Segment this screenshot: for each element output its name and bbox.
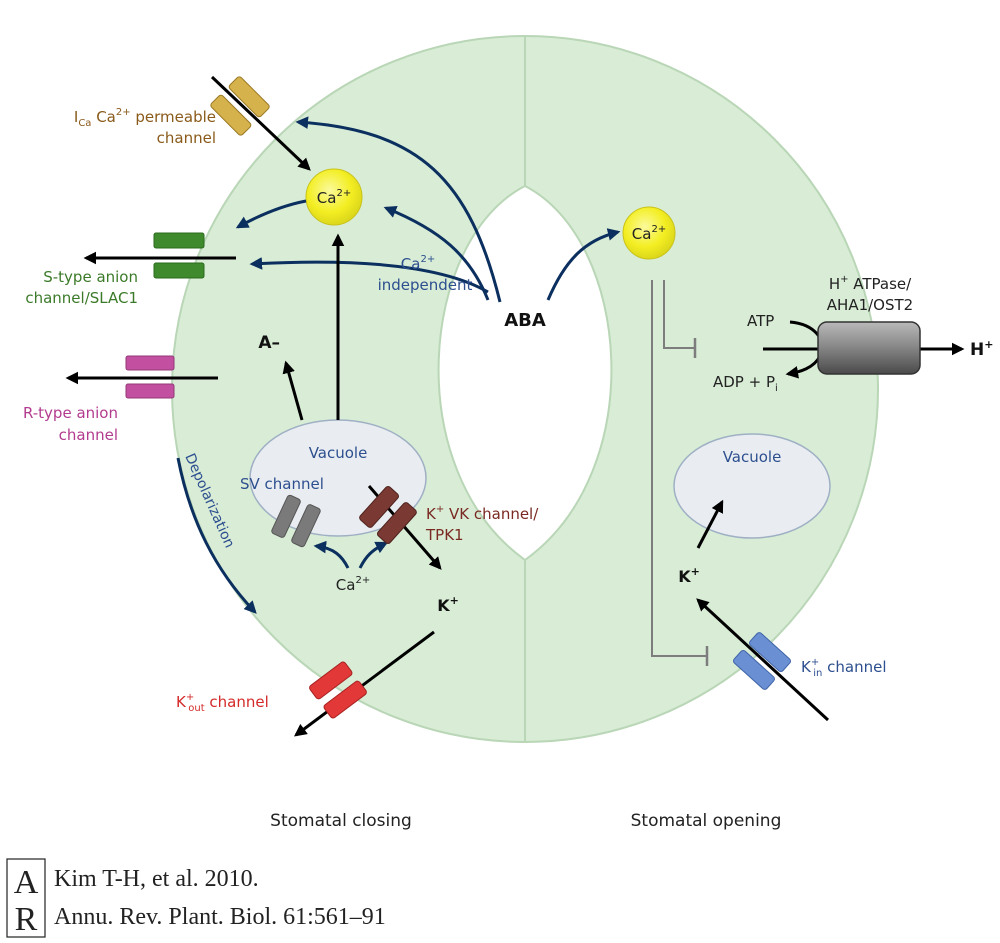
aba-label: ABA [504, 310, 546, 331]
inhibit-kin [651, 280, 707, 657]
arrow-ca-to-s-type [235, 199, 307, 229]
logo-letter-a: A [14, 864, 39, 901]
arrow-ca-to-sv [313, 540, 350, 569]
inhibit-atpase [663, 280, 695, 349]
ca-ion-right [622, 206, 676, 260]
vk-channel [359, 486, 417, 544]
stomatal-opening-caption: Stomatal opening [631, 811, 782, 831]
k-plus-left-label: K+ [437, 594, 459, 615]
ca-independent-label: Ca2+ [401, 254, 435, 273]
sv-channel-subunit [291, 504, 321, 548]
arrow-aba-to-ca-left [383, 205, 490, 301]
atp-label: ATP [747, 312, 774, 330]
h-plus-label: H+ [970, 338, 993, 360]
signaling-arrows [176, 116, 621, 614]
kin-channel-subunit [733, 649, 775, 690]
vacuole-right-label: Vacuole [723, 448, 782, 466]
kin-channel-label: K+in channel [801, 657, 886, 679]
kout-channel-subunit [323, 680, 367, 719]
arrow-aba-to-ica [295, 116, 502, 303]
kout-channel-label: K+out channel [176, 692, 269, 714]
arrow-k-to-vacuole [696, 499, 724, 549]
stomatal-pore [437, 184, 613, 562]
r-type-label-line1: R-type anion [23, 404, 118, 422]
sv-channel-label: SV channel [240, 475, 324, 493]
arrow-aba-to-ca-right [546, 228, 621, 301]
vk-channel-label: K+ VK channel/ [426, 504, 539, 523]
adp-label: ADP + Pi [713, 373, 778, 394]
kin-channel [733, 632, 791, 690]
kin-channel-subunit [749, 632, 791, 673]
annual-reviews-logo: A R [6, 858, 46, 938]
arrow-ca-independent [249, 257, 489, 294]
vk-channel-subunit [359, 486, 400, 528]
anion-label: A– [258, 333, 280, 353]
inhibition-lines [651, 280, 709, 666]
s-type-channel-subunit [153, 262, 205, 279]
s-type-channel-subunit [153, 232, 205, 249]
arrow-ca-to-vk [358, 541, 389, 569]
ca-small-label: Ca2+ [336, 575, 370, 594]
kout-channel [309, 661, 367, 719]
ca-left-label: Ca2+ [317, 188, 351, 207]
r-type-label-line2: channel [59, 426, 118, 444]
citation-line2: Annu. Rev. Plant. Biol. 61:561–91 [54, 904, 386, 930]
kout-channel-subunit [309, 661, 353, 700]
r-type-anion-channel [125, 355, 175, 399]
vacuole-left-label: Vacuole [309, 444, 368, 462]
h-atpase-pump [817, 321, 921, 375]
stomatal-closing-caption: Stomatal closing [270, 811, 412, 831]
ica-channel-label-line2: channel [157, 129, 216, 147]
ca-independent-label-line2: independent [378, 276, 473, 294]
ca-ion-left [305, 168, 363, 226]
ica-channel-subunit [228, 76, 270, 118]
arrow-vacuole-to-anion [282, 360, 304, 421]
arrow-depolarization [176, 457, 257, 614]
r-type-channel-subunit [125, 383, 175, 399]
arrow-ica-influx [210, 75, 311, 171]
sv-channel [271, 494, 321, 548]
atpase-label-line1: H+ ATPase/ [829, 274, 912, 293]
atpase-label-line2: AHA1/OST2 [827, 296, 913, 314]
s-type-anion-channel [153, 232, 205, 279]
arrow-kin-influx [696, 598, 830, 722]
ica-channel [210, 76, 270, 136]
k-plus-right-label: K+ [678, 565, 700, 586]
vk-channel-label-line2: TPK1 [425, 526, 464, 544]
r-type-channel-subunit [125, 355, 175, 371]
ca-right-label: Ca2+ [632, 224, 666, 243]
citation-line1: Kim T-H, et al. 2010. [54, 866, 259, 892]
s-type-label-line2: channel/SLAC1 [25, 289, 138, 307]
ica-channel-label: ICa Ca2+ permeable [74, 107, 216, 129]
arrow-kout-efflux [293, 630, 435, 737]
sv-channel-subunit [271, 494, 301, 538]
logo-letter-r: R [15, 901, 38, 938]
s-type-label-line1: S-type anion [43, 268, 138, 286]
vk-channel-subunit [376, 502, 417, 544]
ica-channel-subunit [210, 94, 252, 136]
